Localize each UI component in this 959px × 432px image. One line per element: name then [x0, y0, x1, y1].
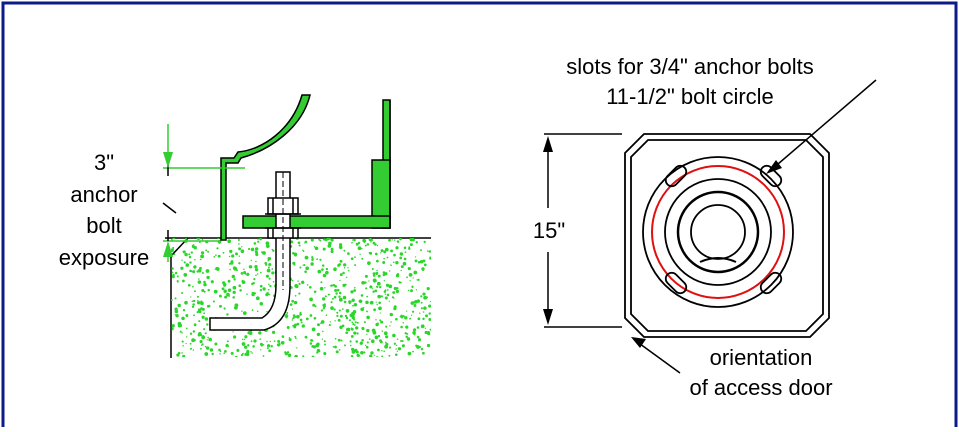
exposure-label-line2: anchor — [70, 182, 137, 207]
anchor-slots — [664, 164, 783, 295]
bolt-circle — [651, 165, 785, 299]
exposure-label-line3: bolt — [86, 213, 121, 238]
exposure-dimension — [162, 124, 245, 262]
access-door-arc — [699, 257, 737, 263]
slots-label-line2: 11-1/2" bolt circle — [606, 84, 774, 109]
concrete-speckle-fill — [171, 238, 431, 357]
door-label-line1: orientation — [710, 345, 813, 370]
concrete-foundation — [165, 237, 431, 358]
anchor-bolt — [209, 171, 301, 331]
pole-base-steel — [220, 94, 391, 241]
door-label-line2: of access door — [689, 375, 832, 400]
slots-leader — [766, 79, 877, 174]
plate-size-label: 15" — [533, 218, 565, 243]
door-leader — [631, 337, 681, 374]
slots-label-line1: slots for 3/4" anchor bolts — [566, 54, 814, 79]
plate-size-dimension — [543, 133, 622, 328]
base-plate-plan — [624, 133, 830, 338]
exposure-label-line1: 3" — [94, 150, 114, 175]
exposure-label-line4: exposure — [59, 245, 150, 270]
